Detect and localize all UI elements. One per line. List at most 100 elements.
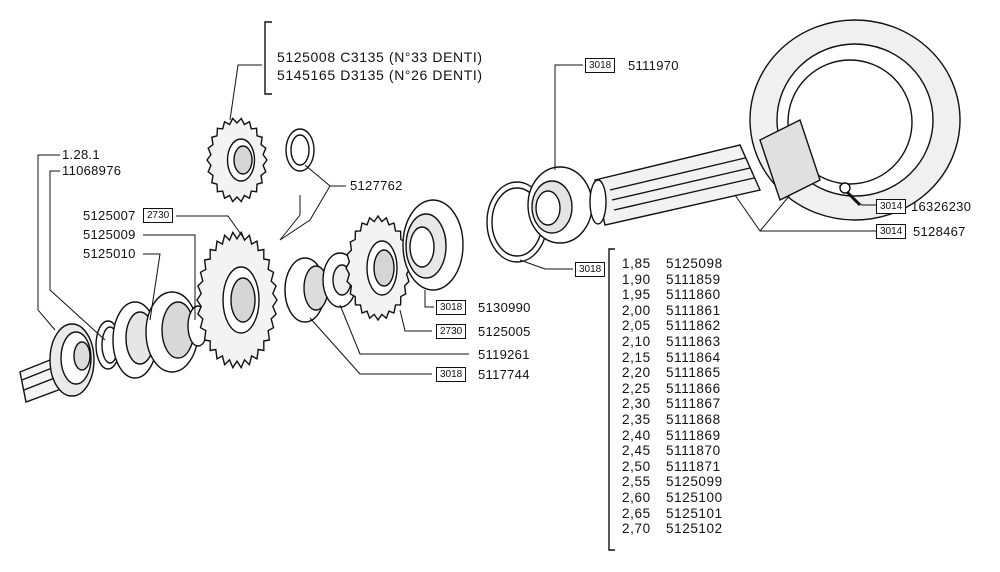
leader-11068976	[49, 170, 106, 341]
ref-box-shims: 3018	[575, 262, 606, 277]
leader-bracket-gear	[279, 195, 301, 241]
shim-row: 2,05 5111862	[622, 318, 723, 334]
shim-size: 2,10	[622, 333, 651, 349]
pinion-shaft	[589, 144, 761, 226]
label-5111970: 5111970	[628, 58, 679, 73]
shim-row: 2,40 5111869	[622, 428, 723, 444]
shim-size: 2,05	[622, 318, 651, 334]
shim-row: 2,25 5111866	[622, 381, 723, 397]
medium-gear	[345, 214, 411, 322]
large-gear	[196, 230, 278, 370]
shim-size: 2,65	[622, 505, 651, 521]
leader-5125010	[143, 253, 161, 321]
shim-code: 5125102	[666, 521, 723, 537]
label-5125007: 5125007	[83, 208, 136, 223]
leader-5128467b	[759, 194, 791, 232]
shim-row: 2,15 5111864	[622, 350, 723, 366]
label-5125010: 5125010	[83, 246, 136, 261]
ref-box-5125007: 2730	[143, 208, 174, 223]
shim-code: 5111861	[666, 302, 721, 318]
leader-5117744	[309, 317, 432, 375]
shim-code: 5111871	[666, 458, 721, 474]
leader-shims	[519, 259, 573, 270]
shim-size: 2,35	[622, 411, 651, 427]
shim-size: 2,55	[622, 474, 651, 490]
shim-row: 2,60 5125100	[622, 490, 723, 506]
shim-code: 5111864	[666, 349, 721, 365]
shim-code: 5111860	[666, 287, 721, 303]
upper-small-gear	[206, 117, 268, 203]
crown-wheel	[749, 19, 961, 221]
shim-size: 1,90	[622, 271, 651, 287]
leader-5127762a	[304, 164, 346, 187]
label-5130990: 5130990	[478, 300, 531, 315]
leader-5125007	[176, 215, 246, 241]
shim-row: 2,45 5111870	[622, 443, 723, 459]
bearing-large	[527, 166, 593, 244]
ref-box-16326230: 3014	[876, 199, 907, 214]
input-shaft	[19, 323, 95, 403]
split-ring	[285, 128, 315, 172]
shim-size: 2,60	[622, 489, 651, 505]
leader-upper-gear	[229, 64, 262, 121]
shim-size: 2,40	[622, 427, 651, 443]
shim-row: 2,70 5125102	[622, 521, 723, 537]
leader-5125005	[399, 309, 432, 332]
note-line-2: 5145165 D3135 (N°26 DENTI)	[277, 67, 483, 83]
shim-size: 2,45	[622, 443, 651, 459]
shim-code: 5125101	[666, 505, 723, 521]
shim-size: 1,85	[622, 256, 651, 271]
shim-row: 2,10 5111863	[622, 334, 723, 350]
table-bracket	[608, 248, 615, 551]
label-5128467: 5128467	[913, 224, 966, 239]
label-5127762: 5127762	[350, 178, 403, 193]
leader-5130990	[424, 290, 434, 308]
label-5117744: 5117744	[478, 367, 530, 382]
shim-code: 5125098	[666, 256, 723, 271]
shim-row: 2,35 5111868	[622, 412, 723, 428]
shim-row: 1,85 5125098	[622, 256, 723, 272]
label-11068976: 11068976	[62, 163, 122, 178]
leader-16326230	[854, 199, 876, 206]
bearing-small	[402, 199, 464, 291]
shim-code: 5111870	[666, 443, 721, 459]
leader-5127762b	[279, 185, 331, 241]
shim-code: 5111868	[666, 411, 721, 427]
shim-size: 2,70	[622, 521, 651, 537]
shim-code: 5111859	[666, 271, 721, 287]
shim-size: 2,25	[622, 380, 651, 396]
leader-5125009	[143, 234, 196, 320]
leader-1-28-1	[37, 154, 60, 331]
ref-box-5111970: 3018	[585, 58, 616, 73]
shim-code: 5125100	[666, 489, 723, 505]
shim-row: 2,65 5125101	[622, 506, 723, 522]
label-16326230: 16326230	[911, 199, 972, 214]
shim-code: 5111863	[666, 333, 721, 349]
ref-box-5117744: 3018	[436, 367, 467, 382]
shim-row: 1,95 5111860	[622, 287, 723, 303]
label-5119261: 5119261	[478, 347, 530, 362]
leader-5111970	[554, 64, 583, 170]
shim-code: 5111862	[666, 318, 721, 334]
shim-row: 1,90 5111859	[622, 272, 723, 288]
synchro-hub	[112, 291, 209, 379]
shim-table: 1,85 5125098 1,90 5111859 1,95 5111860 2,00 511…	[622, 256, 723, 537]
shim-size: 2,00	[622, 302, 651, 318]
shim-code: 5111866	[666, 380, 721, 396]
leader-5119261	[339, 304, 469, 355]
ref-box-5130990: 3018	[436, 300, 467, 315]
shim-row: 2,55 5125099	[622, 474, 723, 490]
shim-code: 5125099	[666, 474, 723, 490]
label-1-28-1: 1.28.1	[62, 147, 100, 162]
shim-code: 5111869	[666, 427, 721, 443]
shim-code: 5111867	[666, 396, 721, 412]
label-5125005: 5125005	[478, 324, 531, 339]
ref-box-5125005: 2730	[436, 324, 467, 339]
shim-size: 2,15	[622, 349, 651, 365]
shim-size: 1,95	[622, 287, 651, 303]
label-5125009: 5125009	[83, 227, 136, 242]
